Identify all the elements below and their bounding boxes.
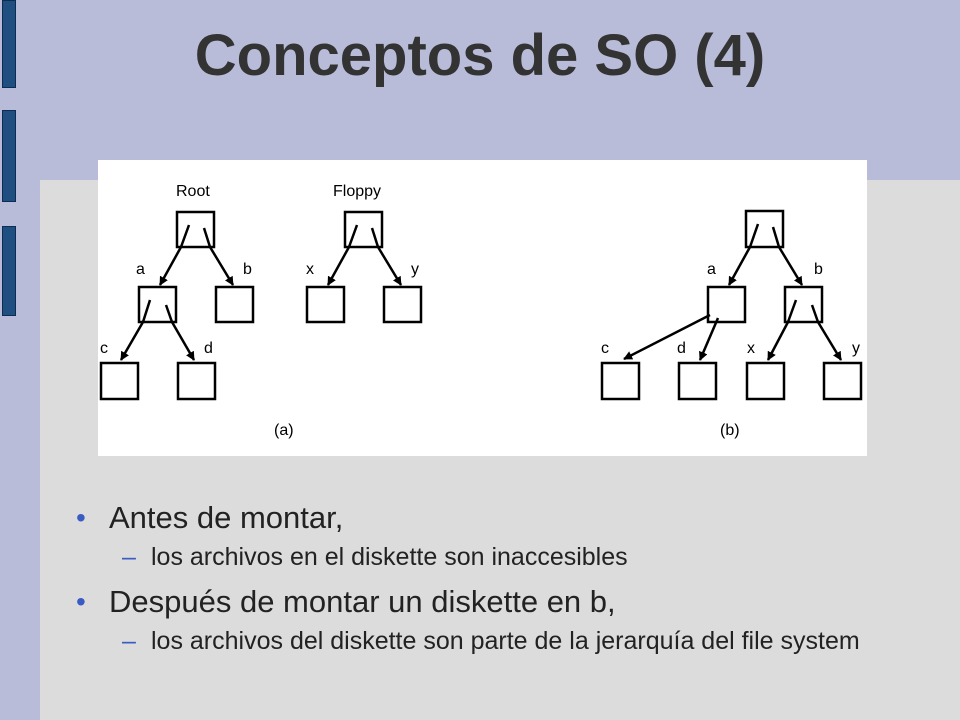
label-a: a [136,261,145,278]
edge-a-c [119,321,145,361]
bullet-dot-icon: • [76,586,86,617]
file-x-node [305,285,346,324]
root-directory-node [175,210,216,249]
directory-mount-diagram: Root Floppy a b x y c d (a) a b c d x y … [98,160,867,456]
bullet-list: • Antes de montar, – los archivos en el … [76,496,916,664]
label-b-c: c [601,340,609,357]
label-b-y: y [852,340,860,357]
file-y-node [382,285,423,324]
bullet-item: • Antes de montar, [76,496,916,540]
bullet-dot-icon: • [76,502,86,533]
pointer-stroke [748,223,760,248]
mounted-root-node [744,209,785,249]
dir-b-node [214,285,255,324]
pointer-stroke [786,299,798,323]
pointer-stroke [202,227,212,248]
label-c: c [100,340,108,357]
label-b-a: a [707,261,716,278]
pointer-stroke [810,304,820,323]
edge-b-y [816,321,843,361]
edge-a-c [623,313,711,361]
label-b-d: d [677,340,686,357]
accent-bar [2,110,16,202]
edge-root-a [727,246,752,286]
bullet-text: Antes de montar, [109,500,344,535]
sub-bullet-text: los archivos del diskette son parte de l… [151,627,860,655]
mounted-file-c-node [600,361,641,401]
pointer-stroke [179,224,191,248]
label-x: x [306,261,314,278]
file-c-node [99,361,140,401]
mounted-dir-b-node [783,285,824,324]
edge-floppy-y [376,246,403,286]
edge-root-b [208,246,235,286]
mounted-dir-a-node [706,285,747,324]
accent-bar [2,226,16,316]
pointer-stroke [141,299,152,323]
edge-root-b [777,246,804,286]
edge-a-d [170,321,196,361]
slide-title: Conceptos de SO (4) [194,23,766,88]
accent-bar [2,0,16,88]
pointer-stroke [164,304,174,323]
bullet-text: Después de montar un diskette en b, [109,584,616,619]
dir-a-node [137,285,178,324]
edge-root-a [158,246,183,286]
label-b: b [243,261,252,278]
left-accent-bars [0,0,20,320]
pointer-stroke [771,226,781,248]
mounted-file-y-node [822,361,863,401]
pointer-stroke [370,227,380,248]
dash-icon: – [122,543,136,571]
label-b-b: b [814,261,823,278]
label-d: d [204,340,213,357]
root-tree [99,210,255,401]
mounted-tree [600,209,863,401]
bullet-item: • Después de montar un diskette en b, [76,580,916,624]
label-y: y [411,261,419,278]
mounted-file-d-node [677,361,718,401]
file-d-node [176,361,217,401]
label-root: Root [176,183,210,200]
mounted-file-x-node [745,361,786,401]
dash-icon: – [122,627,136,655]
pointer-stroke [347,224,359,248]
caption-a: (a) [274,422,294,439]
edge-a-d [698,317,720,361]
label-floppy: Floppy [333,183,381,200]
floppy-tree [305,210,423,324]
edge-b-x [766,321,790,361]
edge-floppy-x [326,246,351,286]
caption-b: (b) [720,422,740,439]
sub-bullet-item: – los archivos en el diskette son inacce… [76,542,916,572]
sub-bullet-item: – los archivos del diskette son parte de… [76,626,916,656]
sub-bullet-text: los archivos en el diskette son inaccesi… [151,543,628,571]
label-b-x: x [747,340,755,357]
floppy-root-node [343,210,384,249]
diagram-svg: Root Floppy a b x y c d (a) a b c d x y … [99,183,863,439]
